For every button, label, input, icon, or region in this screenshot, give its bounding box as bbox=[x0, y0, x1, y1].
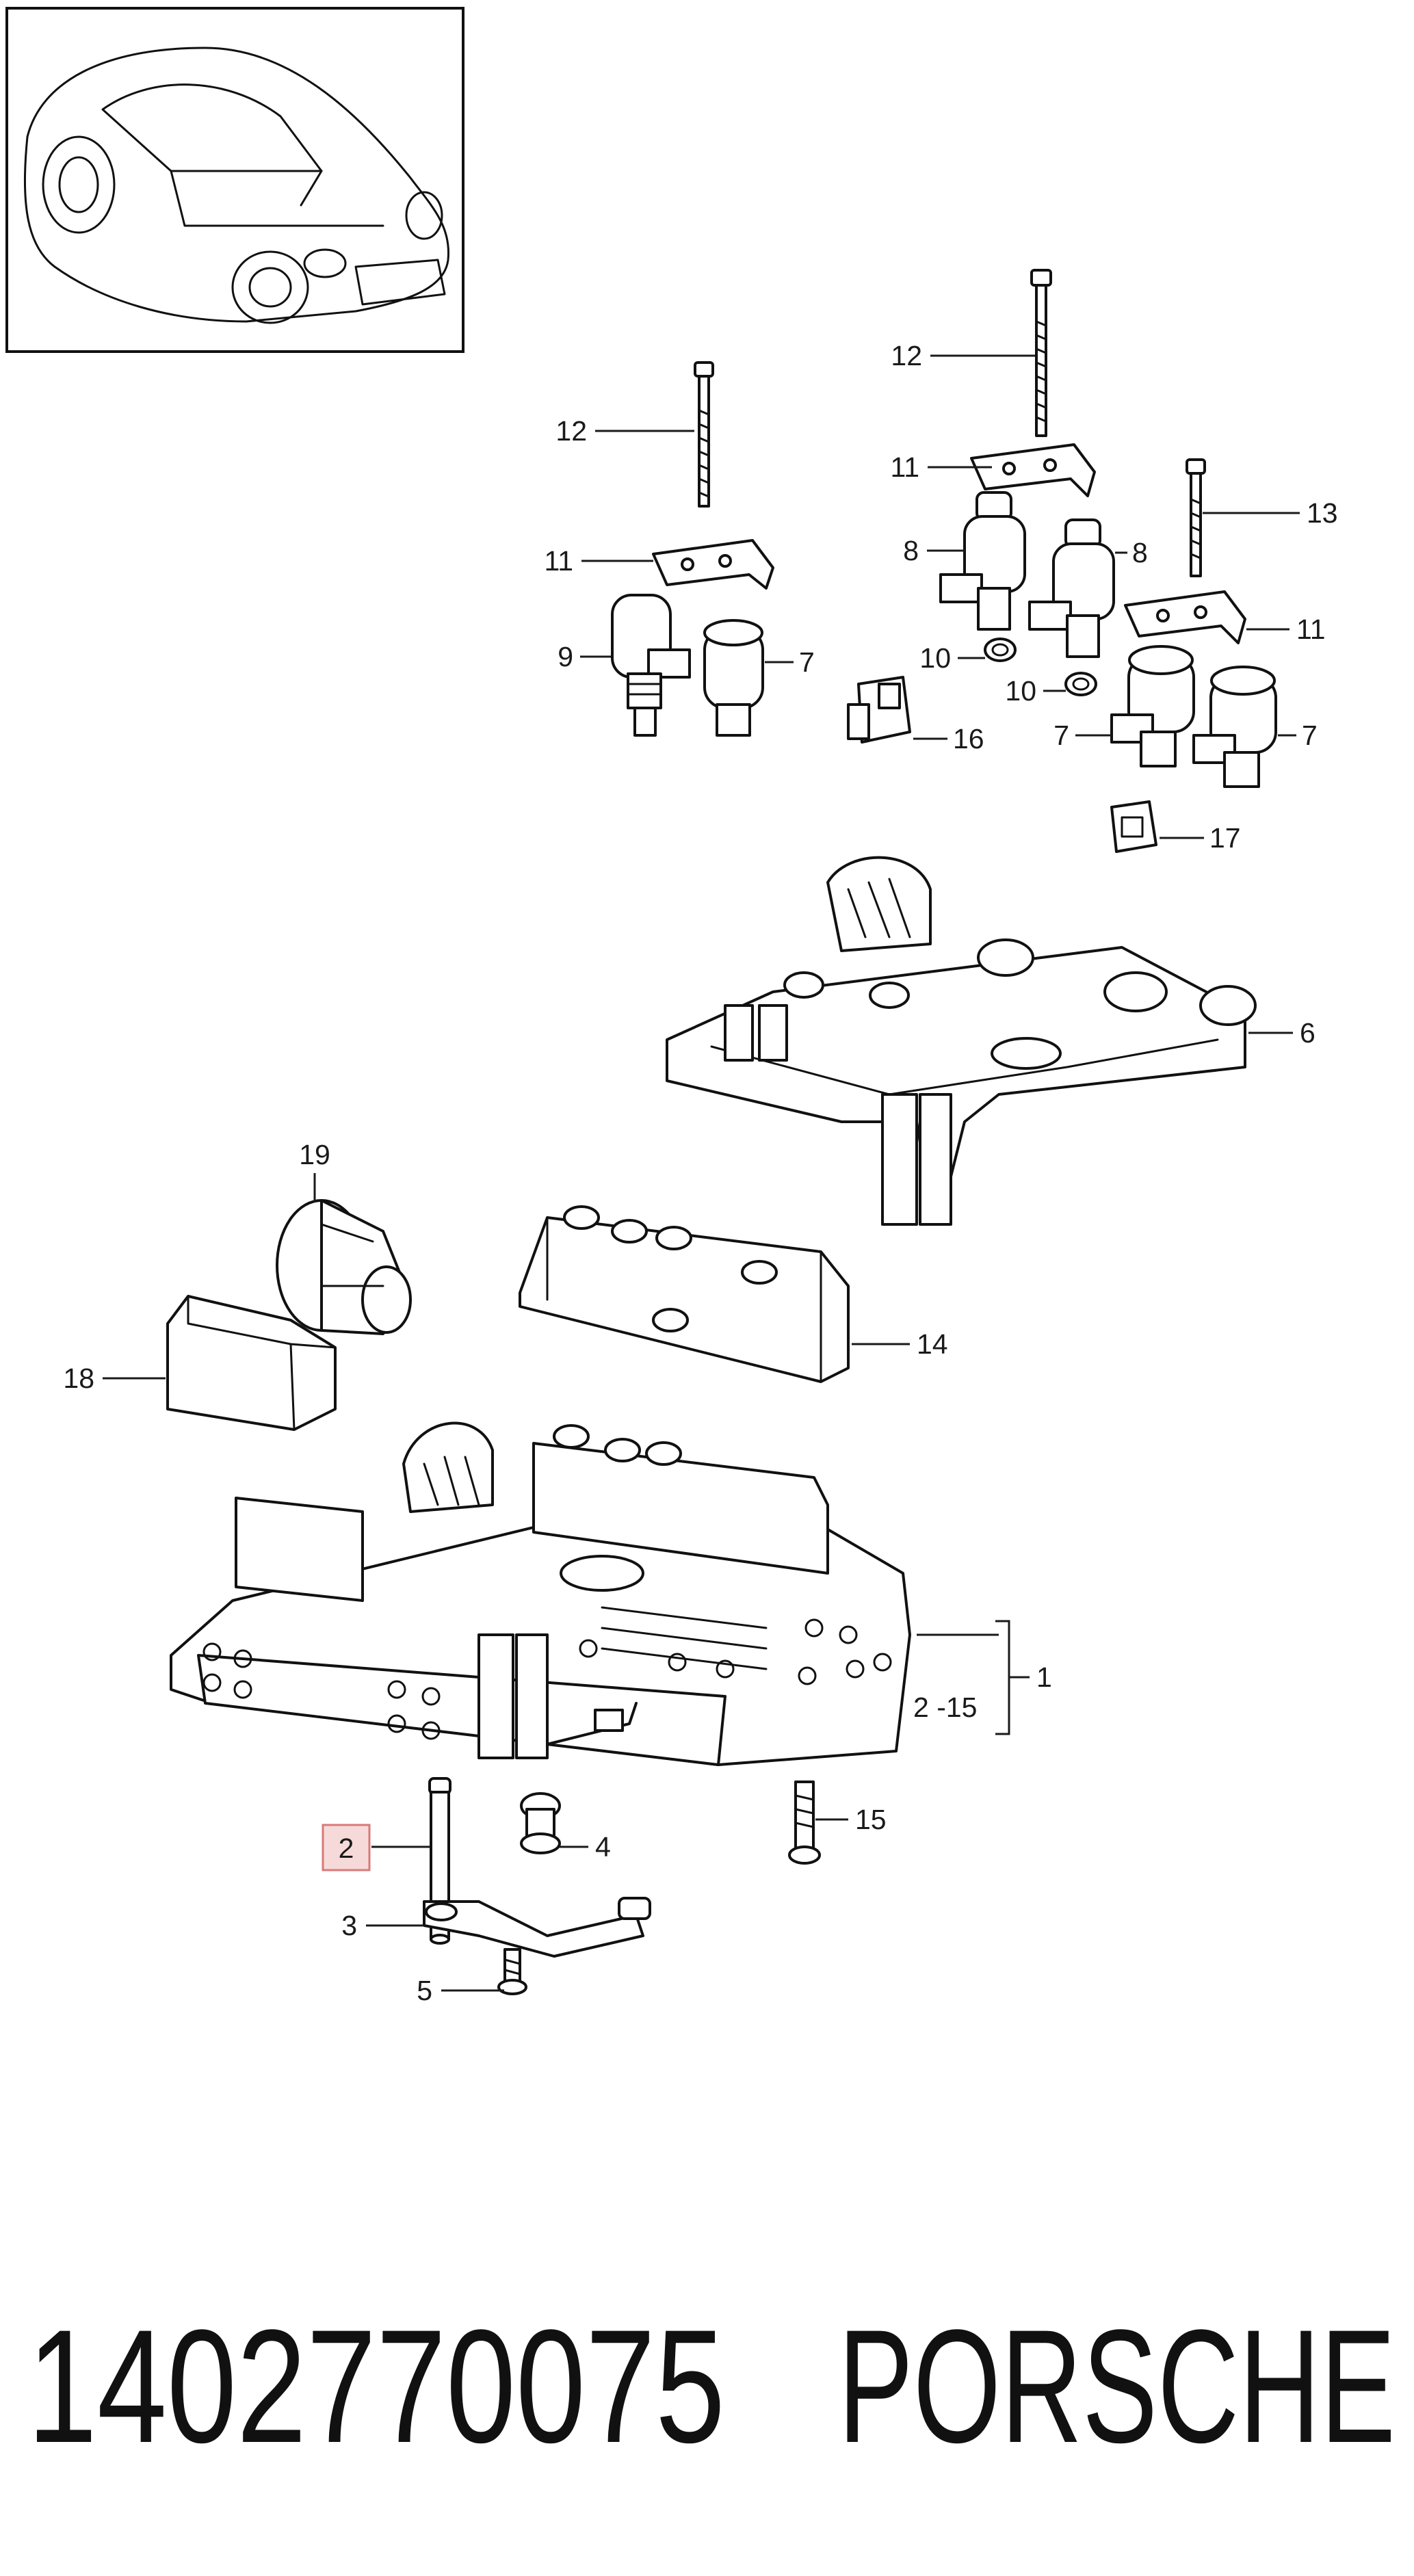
callout-12-left: 12 bbox=[555, 415, 587, 447]
plug-4 bbox=[520, 1792, 561, 1854]
bolt-13 bbox=[1186, 458, 1206, 577]
callout-7-left: 7 bbox=[799, 646, 815, 678]
callout-15: 15 bbox=[855, 1804, 887, 1835]
callout-11-right-mid: 11 bbox=[1296, 614, 1326, 645]
callout-labels: 12 11 9 7 12 11 8 8 10 10 13 11 16 7 7 1… bbox=[63, 340, 1337, 2006]
bolt-5 bbox=[497, 1948, 527, 1995]
callout-16: 16 bbox=[953, 723, 984, 754]
callout-11-left: 11 bbox=[544, 545, 573, 577]
sensor-19 bbox=[276, 1199, 412, 1335]
solenoid-7-left bbox=[703, 619, 764, 737]
callout-2-15-range: 2 -15 bbox=[913, 1692, 977, 1723]
callout-9: 9 bbox=[558, 641, 573, 672]
callout-8-b: 8 bbox=[1132, 537, 1148, 568]
callout-3: 3 bbox=[341, 1910, 357, 1941]
callout-2: 2 bbox=[339, 1832, 354, 1864]
callout-1: 1 bbox=[1036, 1661, 1052, 1693]
callout-2-highlight-box bbox=[322, 1824, 371, 1871]
housing-plate-6 bbox=[666, 856, 1257, 1226]
part-number: 1402770075 bbox=[27, 2296, 725, 2477]
callout-18: 18 bbox=[63, 1363, 94, 1394]
callout-11-right-top: 11 bbox=[890, 451, 919, 483]
callout-7-right: 7 bbox=[1302, 720, 1318, 751]
callout-8-a: 8 bbox=[903, 535, 919, 566]
callout-4: 4 bbox=[595, 1831, 611, 1863]
callout-10-b: 10 bbox=[1005, 675, 1036, 707]
bracket-11-right-mid bbox=[1124, 590, 1246, 644]
bolt-15 bbox=[788, 1780, 821, 1865]
callout-14: 14 bbox=[917, 1328, 948, 1360]
clip-10-b bbox=[1064, 672, 1097, 696]
clip-10-a bbox=[984, 638, 1017, 662]
car-thumbnail bbox=[5, 7, 464, 353]
solenoid-9 bbox=[611, 594, 691, 737]
bolt-12-left bbox=[694, 361, 714, 508]
bolt-12-right bbox=[1030, 269, 1052, 437]
callout-19: 19 bbox=[299, 1139, 330, 1170]
solenoid-7-mid bbox=[1110, 645, 1195, 767]
callout-5: 5 bbox=[417, 1975, 432, 2006]
bracket-11-right-top bbox=[970, 443, 1096, 497]
footer: 1402770075 PORSCHE bbox=[27, 2296, 1396, 2477]
callout-6: 6 bbox=[1300, 1017, 1315, 1049]
callout-17: 17 bbox=[1209, 822, 1241, 854]
lever-3 bbox=[423, 1897, 651, 1958]
solenoid-7-right bbox=[1192, 666, 1277, 788]
brand-name: PORSCHE bbox=[838, 2296, 1396, 2477]
cover-18 bbox=[166, 1295, 337, 1431]
leader-lines bbox=[103, 354, 1300, 1992]
callout-13: 13 bbox=[1307, 497, 1338, 529]
valve-body-1 bbox=[170, 1421, 911, 1766]
bracket-11-left bbox=[652, 539, 774, 590]
cover-14 bbox=[519, 1205, 850, 1383]
solenoid-8-b bbox=[1028, 518, 1115, 658]
callout-12-right: 12 bbox=[891, 340, 922, 371]
connector-16 bbox=[847, 676, 911, 744]
clip-17 bbox=[1110, 800, 1157, 853]
callout-7-mid: 7 bbox=[1053, 720, 1069, 751]
solenoid-8-a bbox=[939, 491, 1026, 631]
callout-10-a: 10 bbox=[919, 642, 951, 674]
